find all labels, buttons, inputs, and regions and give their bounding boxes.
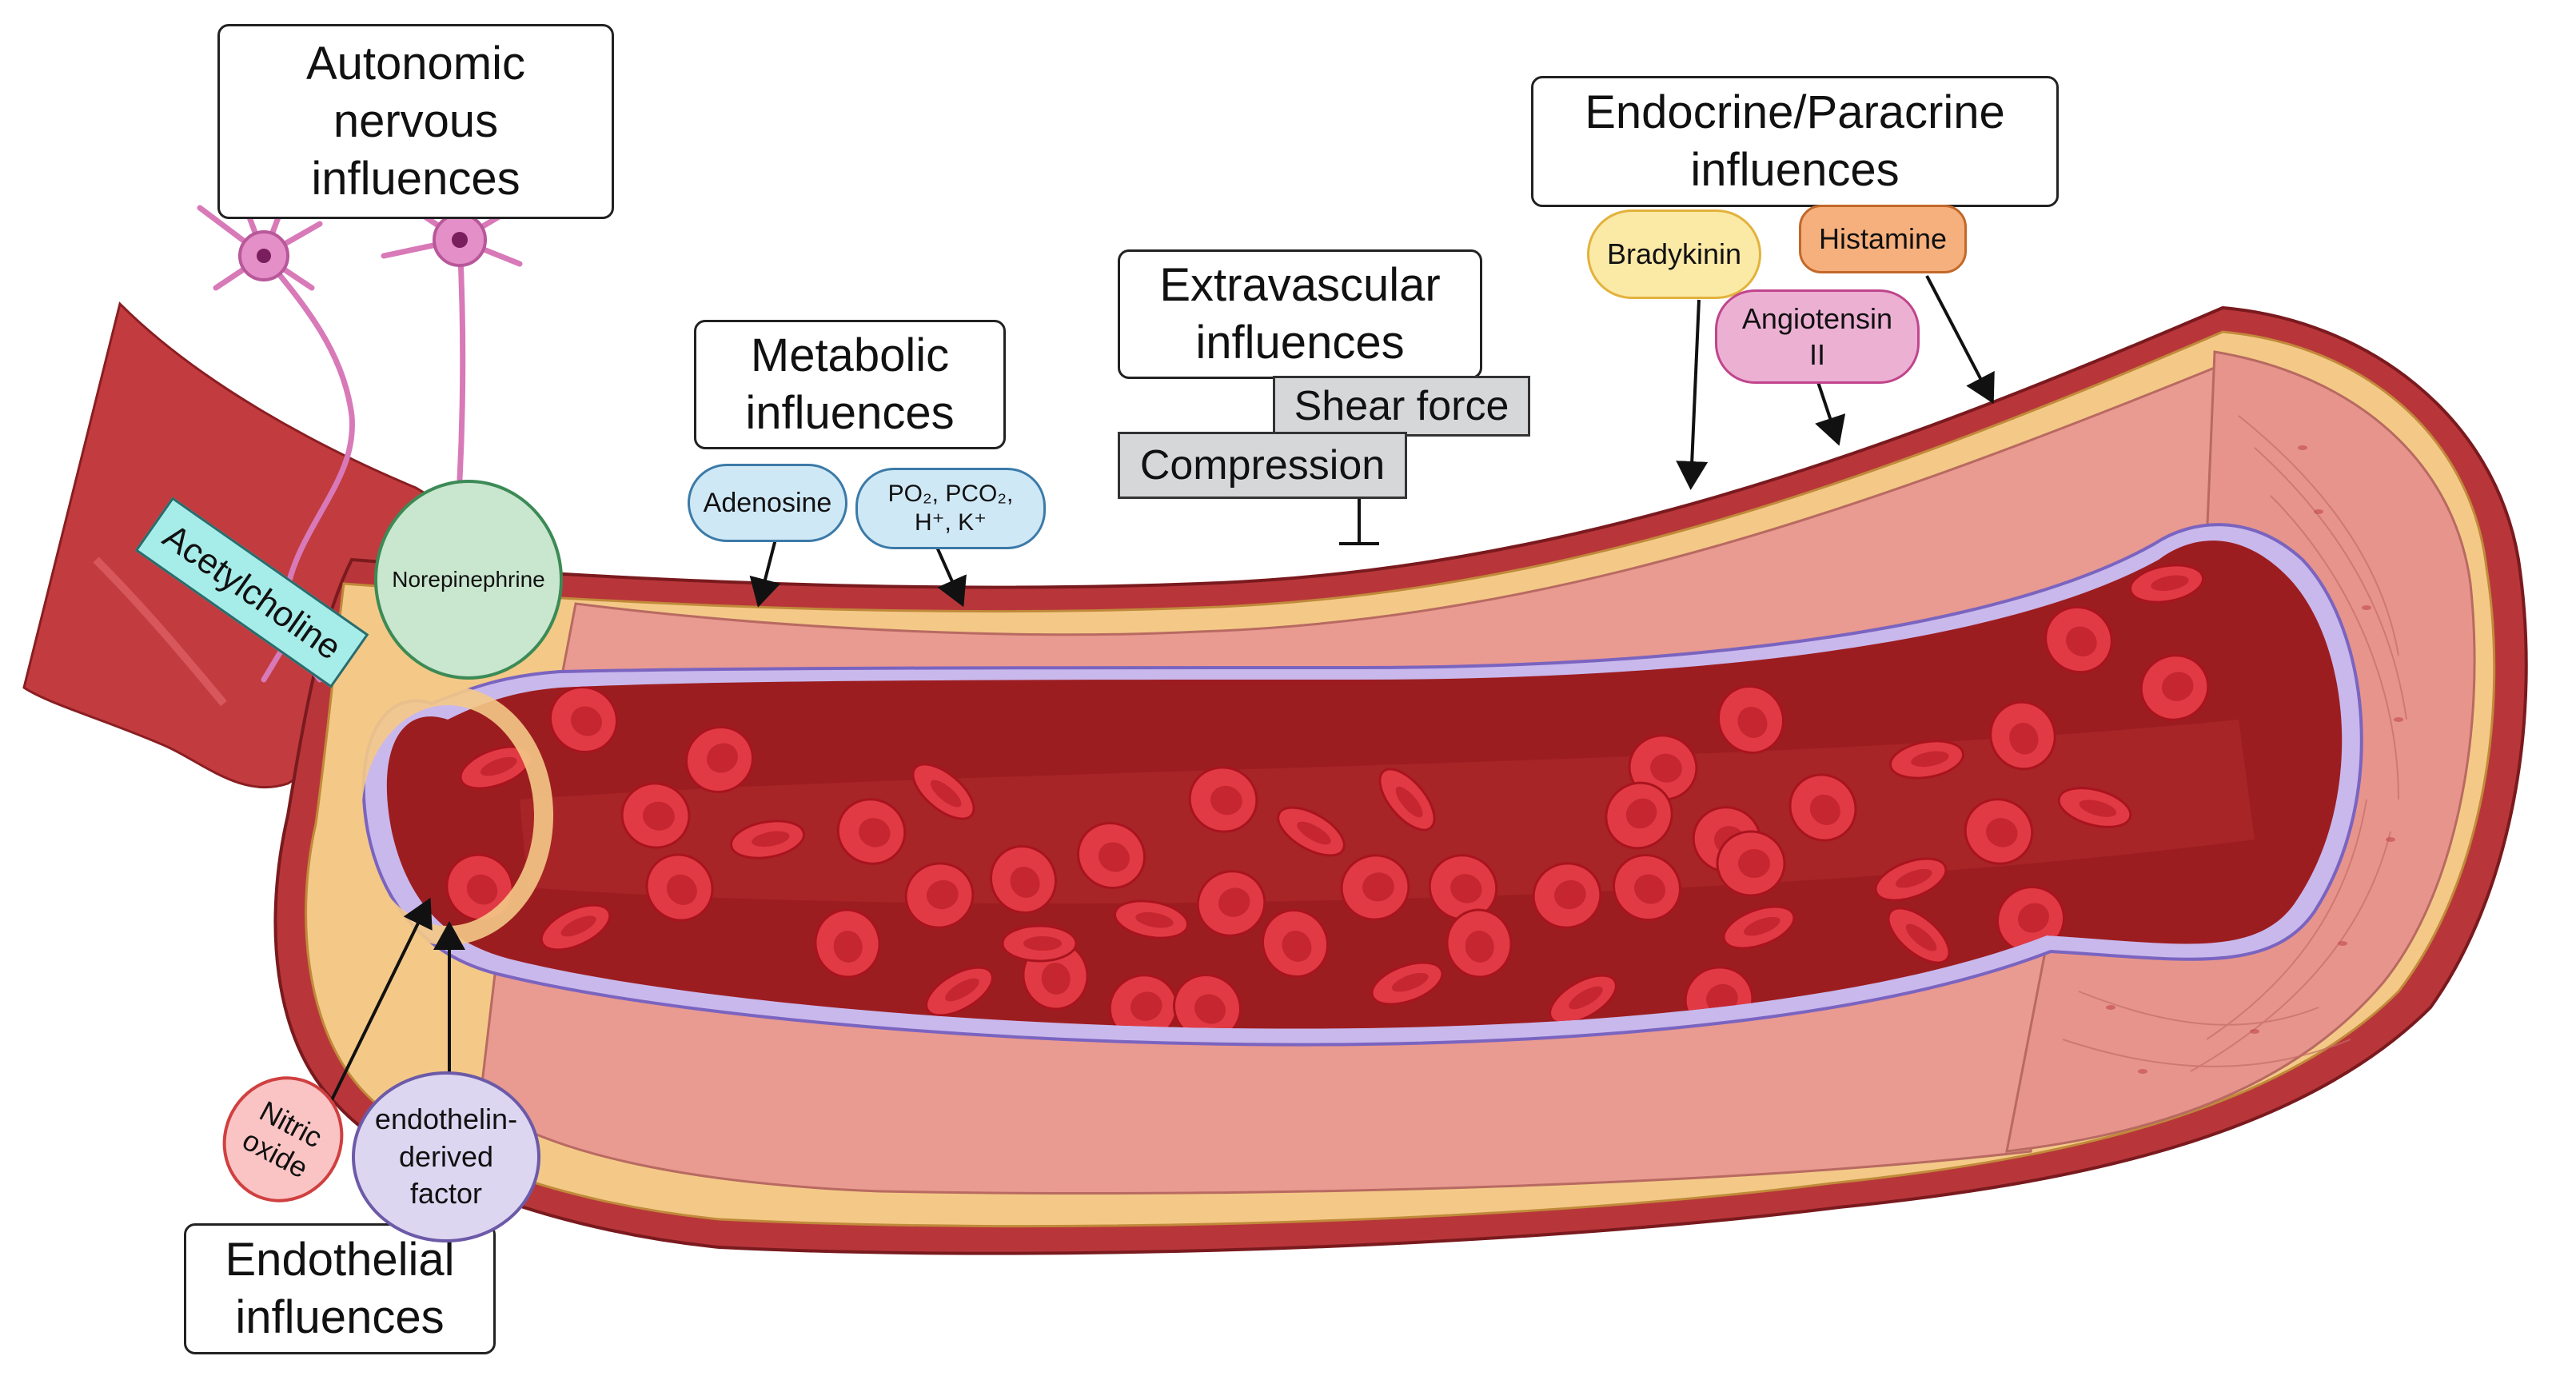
red-blood-cell xyxy=(548,685,619,754)
red-blood-cell xyxy=(814,908,881,979)
red-blood-cell xyxy=(1532,862,1602,929)
shear-force-label: Shear force xyxy=(1273,376,1530,437)
red-blood-cell xyxy=(2044,605,2113,674)
red-blood-cell xyxy=(1549,974,1617,1025)
red-blood-cell xyxy=(1874,857,1948,902)
extravascular-influences-label: Extravascular influences xyxy=(1118,249,1482,379)
red-blood-cell xyxy=(540,903,612,951)
bradykinin-label: Bradykinin xyxy=(1587,209,1761,299)
red-blood-cell xyxy=(684,725,755,794)
red-blood-cell xyxy=(1188,766,1258,833)
red-blood-cell xyxy=(1378,768,1436,832)
red-blood-cell xyxy=(2057,787,2132,828)
red-blood-cell xyxy=(1001,924,1078,963)
nitric-oxide-arrow xyxy=(325,897,433,1112)
red-blood-cell xyxy=(445,853,514,922)
red-blood-cell xyxy=(1446,908,1513,979)
red-blood-cells xyxy=(445,564,2210,1029)
red-blood-cell xyxy=(2139,654,2210,721)
red-blood-cell xyxy=(1612,853,1682,922)
histamine-arrow xyxy=(1925,275,1995,405)
red-blood-cell xyxy=(1108,974,1178,1029)
red-blood-cell xyxy=(1114,899,1189,939)
red-blood-cell xyxy=(911,763,975,820)
red-blood-cell xyxy=(989,844,1058,915)
red-blood-cell xyxy=(1261,908,1330,979)
red-blood-cell xyxy=(1428,854,1498,921)
red-blood-cell xyxy=(1989,700,2056,771)
autonomic-influences-label: Autonomic nervous influences xyxy=(217,24,614,219)
red-blood-cell xyxy=(904,862,975,929)
red-blood-cell xyxy=(925,966,994,1017)
adenosine-label: Adenosine xyxy=(688,464,847,542)
red-blood-cell xyxy=(1605,781,1673,850)
red-blood-cell xyxy=(1277,806,1346,857)
red-blood-cell xyxy=(836,798,907,865)
outer-vessel-highlight xyxy=(93,556,227,707)
endothelin-derived-factor-label: endothelin- derived factor xyxy=(352,1071,540,1242)
red-blood-cell xyxy=(730,820,805,860)
metabolic-influences-label: Metabolic influences xyxy=(694,320,1006,449)
red-blood-cell xyxy=(1172,973,1242,1029)
red-blood-cell xyxy=(620,782,691,849)
compression-label: Compression xyxy=(1118,432,1407,499)
norepinephrine-label: Norepinephrine xyxy=(374,480,563,680)
histamine-label: Histamine xyxy=(1799,205,1967,273)
gases-ions-label: PO₂, PCO₂, H⁺, K⁺ xyxy=(855,468,1046,549)
angiotensin-ii-label: Angiotensin II xyxy=(1715,289,1920,384)
red-blood-cell xyxy=(2129,564,2204,604)
red-blood-cell xyxy=(1370,961,1444,1006)
red-blood-cell xyxy=(1717,684,1785,755)
red-blood-cell xyxy=(1889,740,1964,780)
red-blood-cell xyxy=(459,745,532,790)
red-blood-cell xyxy=(1340,854,1410,921)
red-blood-cell xyxy=(1722,905,1796,950)
endocrine-paracrine-influences-label: Endocrine/Paracrine influences xyxy=(1531,76,2059,207)
red-blood-cell xyxy=(1076,821,1146,890)
red-blood-cell xyxy=(1716,830,1786,897)
endothelial-influences-label: Endothelial influences xyxy=(184,1223,496,1354)
red-blood-cell xyxy=(1196,870,1266,937)
red-blood-cell xyxy=(1887,907,1951,964)
red-blood-cell xyxy=(645,853,714,922)
bradykinin-arrow xyxy=(1676,299,1709,490)
gases-arrow xyxy=(934,543,967,608)
red-blood-cell xyxy=(1964,798,2034,865)
